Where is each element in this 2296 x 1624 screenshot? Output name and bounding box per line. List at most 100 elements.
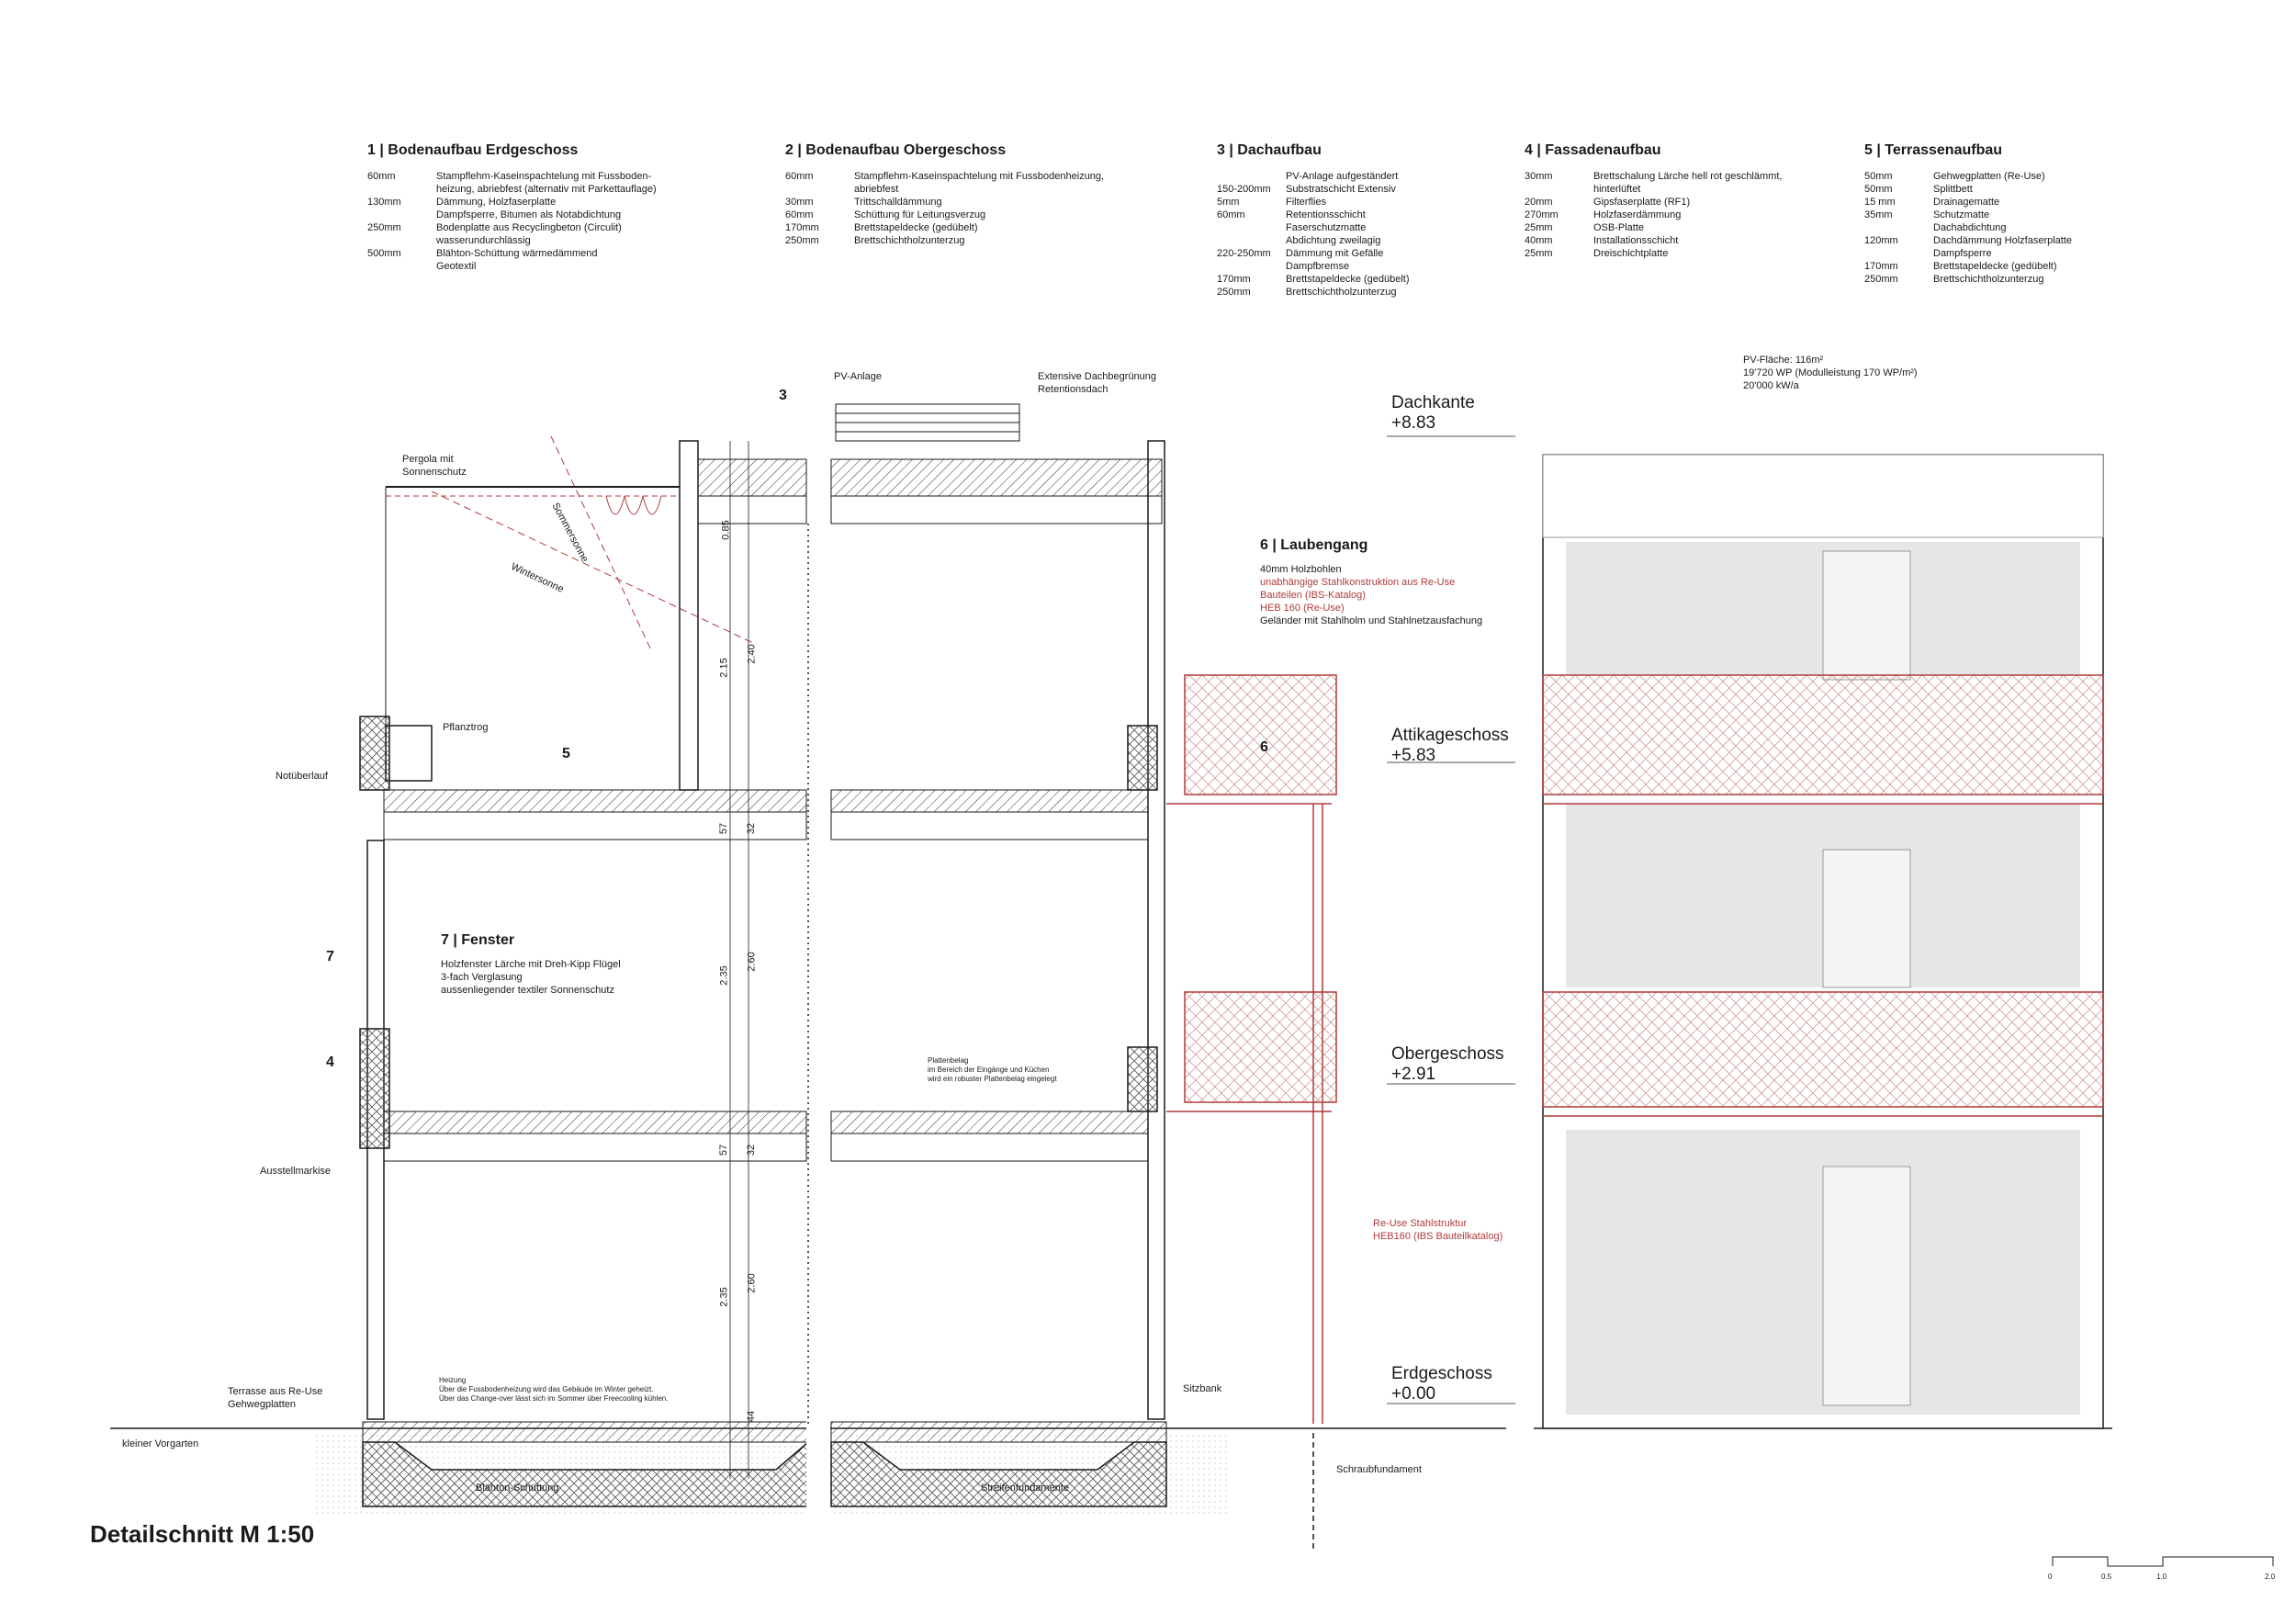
dim-label: 2.40 [746, 644, 758, 664]
foundation-left [362, 1421, 1167, 1507]
marker-6: 6 [1260, 739, 1268, 755]
legend-layer: Gehwegplatten (Re-Use) [1933, 171, 2045, 182]
scale-label: 0.5 [2101, 1573, 2112, 1581]
legend-thickness: 35mm [1864, 209, 1893, 220]
dim-label: 2.35 [718, 965, 730, 986]
legend-row: 250mm Brettschichtholzunterzug [1217, 286, 1492, 299]
legend-thickness: 150-200mm [1217, 184, 1271, 195]
pergola [385, 486, 680, 726]
legend-thickness: 40mm [1525, 235, 1553, 246]
fenster-note: 7 | Fenster Holzfenster Lärche mit Dreh-… [441, 932, 621, 996]
label-blaehton: Blähton-Schüttung [476, 1483, 559, 1494]
facade-elevation [1542, 454, 2104, 1429]
scale-label: 2.0 [2265, 1573, 2276, 1581]
dimension-lines [729, 441, 749, 1479]
laubengang-structure [1166, 674, 1337, 1552]
label-heizung: Heizung Über die Fussbodenheizung wird d… [439, 1376, 669, 1403]
page-title: Detailschnitt M 1:50 [90, 1520, 315, 1548]
label-pflanztrog: Pflanztrog [443, 722, 489, 733]
legend-layer: Brettschichtholzunterzug [1286, 287, 1397, 298]
legend-layer: Gipsfaserplatte (RF1) [1593, 197, 1691, 208]
section-break [806, 367, 830, 1516]
dim-label: 32 [746, 1144, 758, 1156]
legend-layer: Brettschalung Lärche hell rot geschlämmt… [1593, 171, 1783, 195]
legend-row: PV-Anlage aufgeständert [1217, 170, 1492, 183]
legend-layer: Holzfaserdämmung [1593, 209, 1682, 220]
scale-bar [2052, 1556, 2274, 1567]
legend-thickness: 25mm [1525, 222, 1553, 233]
legend-thickness: 170mm [1864, 261, 1898, 272]
level-markers [1387, 435, 1515, 1404]
legend-title: 4 | Fassadenaufbau [1525, 142, 1661, 158]
legend-thickness: 250mm [367, 222, 401, 233]
legend-layer: Bodenplatte aus Recyclingbeton (Circulit… [436, 222, 622, 246]
level-erdgeschoss: Erdgeschoss +0.00 [1391, 1364, 1492, 1404]
legend-thickness: 20mm [1525, 197, 1553, 208]
marker-5: 5 [562, 746, 570, 761]
walls [359, 440, 1165, 1424]
dim-label: 57 [718, 1144, 730, 1156]
legend-thickness: 220-250mm [1217, 248, 1271, 259]
planter-box [385, 725, 433, 782]
label-ausstellmarkise: Ausstellmarkise [260, 1166, 332, 1177]
legend-layer: Retentionsschicht Faserschutzmatte Abdic… [1286, 209, 1381, 246]
legend-row: 220-250mm Dämmung mit Gefälle Dampfbremse [1217, 247, 1492, 273]
legend-row: 170mm Brettstapeldecke (gedübelt) [1864, 260, 2140, 273]
legend-thickness: 50mm [1864, 184, 1893, 195]
legend-row: 250mm Bodenplatte aus Recyclingbeton (Cir… [367, 221, 753, 247]
legend-layer: Dachdämmung Holzfaserplatte Dampfsperre [1933, 235, 2073, 259]
legend-layer: OSB-Platte [1593, 222, 1645, 233]
legend-title: 1 | Bodenaufbau Erdgeschoss [367, 142, 579, 158]
legend-thickness: 5mm [1217, 197, 1240, 208]
label-sitzbank: Sitzbank [1183, 1383, 1222, 1394]
legend-row: 20mm Gipsfaserplatte (RF1) [1525, 196, 1837, 209]
label-pergola: Pergola mit Sonnenschutz [402, 454, 467, 478]
marker-7: 7 [326, 949, 334, 964]
legend-layer: Installationsschicht [1593, 235, 1679, 246]
legend-thickness: 50mm [1864, 171, 1893, 182]
label-extensive: Extensive Dachbegrünung Retentionsdach [1038, 371, 1157, 395]
legend-layer: Blähton-Schüttung wärmedämmend Geotextil [436, 248, 598, 272]
legend-title: 5 | Terrassenaufbau [1864, 142, 2003, 158]
label-reuse-steel: Re-Use Stahlstruktur HEB160 (IBS Bauteil… [1373, 1218, 1503, 1242]
label-terrasse: Terrasse aus Re-Use Gehwegplatten [228, 1386, 323, 1410]
legend-layer: Dreischichtplatte [1593, 248, 1669, 259]
legend-layer: Dämmung mit Gefälle Dampfbremse [1286, 248, 1384, 272]
dim-label: 2.35 [718, 1287, 730, 1307]
dim-label: 2.60 [746, 952, 758, 972]
legend-thickness: 250mm [785, 235, 819, 246]
pv-panels [835, 403, 1020, 442]
label-vorgarten: kleiner Vorgarten [122, 1438, 199, 1449]
legend-thickness: 250mm [1217, 287, 1251, 298]
floor-slabs [383, 458, 1163, 1162]
level-attika: Attikageschoss +5.83 [1391, 726, 1509, 765]
legend-thickness: 130mm [367, 197, 401, 208]
legend-layer: Brettstapeldecke (gedübelt) [1933, 261, 2057, 272]
legend-layer: Stampflehm-Kaseinspachtelung mit Fussbod… [854, 171, 1105, 195]
level-obergeschoss: Obergeschoss +2.91 [1391, 1044, 1504, 1084]
dim-label: 57 [718, 822, 730, 835]
dim-label: 2.15 [718, 658, 730, 678]
legend-terrace: 5 | Terrassenaufbau 50mm Gehwegplatten (R… [1864, 142, 2140, 286]
scale-label: 0 [2048, 1573, 2053, 1581]
legend-row: 50mm Gehwegplatten (Re-Use) [1864, 170, 2140, 183]
dim-label: 44 [746, 1410, 758, 1423]
legend-layer: Stampflehm-Kaseinspachtelung mit Fussbod… [436, 171, 657, 195]
